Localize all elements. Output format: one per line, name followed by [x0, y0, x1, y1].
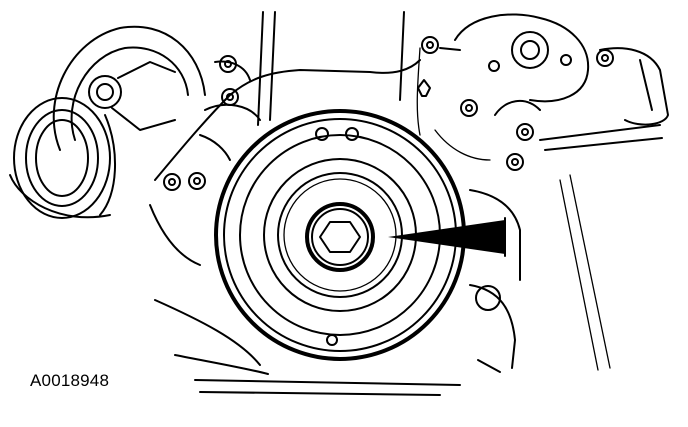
engine-block-outline	[149, 47, 521, 396]
water-pump	[439, 13, 669, 371]
crankshaft-bolt	[305, 202, 375, 272]
idler-pulley	[52, 25, 206, 151]
drive-belt	[257, 11, 405, 126]
compressor-pulley	[9, 97, 117, 219]
figure-reference-code: A0018948	[30, 371, 110, 390]
callout-arrow	[388, 220, 505, 254]
